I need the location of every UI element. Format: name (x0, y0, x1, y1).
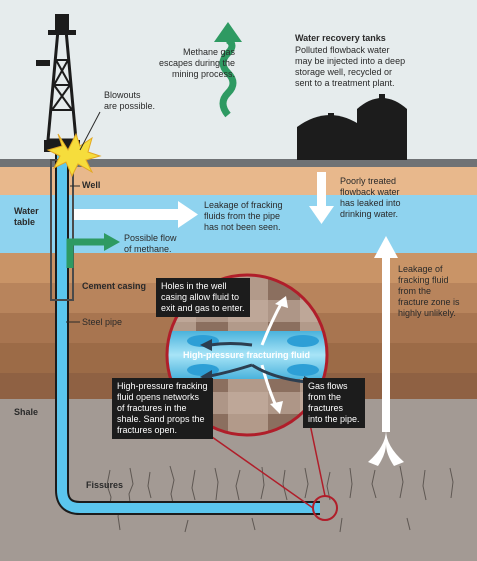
gas-flows-callout: Gas flows from the fractures into the pi… (303, 378, 365, 428)
steel-pipe (57, 150, 320, 513)
cement-casing-label: Cement casing (82, 281, 147, 291)
shale-label: Shale (14, 407, 39, 417)
fracking-opens-callout: High-pressure fracking fluid opens netwo… (112, 378, 213, 439)
fracture-leak-up-arrow-icon (368, 236, 404, 466)
fissures (106, 465, 454, 533)
fracture-leak-label: Leakage of fracking fluid from the fract… (398, 264, 460, 318)
flowback-down-arrow-icon (309, 172, 334, 224)
tanks-title: Water recovery tanks (295, 33, 386, 43)
tanks-description: Polluted flowback water may be injected … (295, 45, 406, 88)
steel-pipe-label: Steel pipe (82, 317, 123, 327)
blowouts-label: Blowouts are possible. (104, 90, 156, 111)
methane-escape-label: Methane gas escapes during the mining pr… (159, 47, 236, 79)
well-label: Well (82, 180, 101, 190)
topsoil-layer (0, 167, 477, 195)
pipe-leak-label: Leakage of fracking fluids from the pipe… (204, 200, 283, 232)
blowout-leader (79, 111, 101, 151)
methane-flow-label: Possible flow of methane. (124, 233, 177, 254)
methane-arrow-icon (214, 22, 242, 118)
water-table-label: Water table (14, 206, 39, 227)
fissures-label: Fissures (86, 480, 124, 490)
leakage-right-arrow-icon (74, 201, 198, 228)
ground-surface (0, 159, 477, 167)
methane-flow-arrow-icon (66, 233, 120, 268)
blowout-burst (46, 132, 102, 178)
water-recovery-tanks (297, 94, 407, 160)
poorly-treated-label: Poorly treated flowback water has leaked… (340, 176, 401, 219)
hp-fluid-label: High-pressure fracturing fluid (183, 350, 311, 360)
holes-callout: Holes in the well casing allow fluid to … (156, 278, 250, 317)
